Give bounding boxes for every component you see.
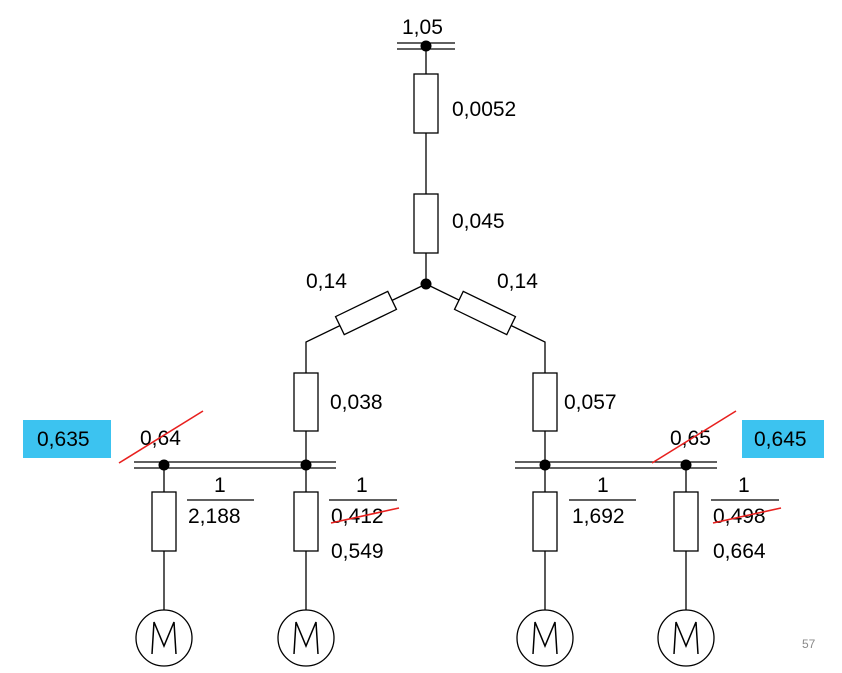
motor-right-a-num: 1 [597, 474, 609, 497]
bus-left-voltage-new: 0,635 [37, 428, 90, 451]
motor-left-b [277, 609, 335, 667]
feeder-right-label: 0,057 [564, 391, 617, 414]
resistor-upper [413, 73, 439, 134]
branch-left-label: 0,14 [306, 270, 347, 293]
resistor-motor-left-b [293, 491, 319, 552]
motor-right-b-den-new: 0,664 [713, 540, 766, 563]
resistor-branch-right [453, 290, 517, 336]
resistor-upper-label: 0,0052 [452, 98, 516, 121]
resistor-motor-right-b [673, 491, 699, 552]
page-number: 57 [802, 637, 816, 651]
bus-right-strike [651, 410, 737, 464]
motor-left-b-den-new: 0,549 [331, 540, 384, 563]
resistor-lower [413, 193, 439, 254]
resistor-branch-left [334, 290, 398, 336]
motor-left-b-den-strike [330, 507, 400, 524]
motor-left-a-num: 1 [214, 474, 226, 497]
motor-left-b-num: 1 [356, 474, 368, 497]
resistor-feeder-left [293, 372, 319, 432]
resistor-motor-left-a [151, 491, 177, 552]
resistor-motor-right-a [532, 491, 558, 552]
motor-right-a [516, 609, 574, 667]
bus-right-highlight [742, 420, 824, 458]
bus-left-strike [118, 410, 204, 464]
branch-right-label: 0,14 [497, 270, 538, 293]
motor-left-a [135, 609, 193, 667]
motor-right-b-den-strike [712, 507, 782, 524]
resistor-feeder-right [532, 372, 558, 432]
feeder-left-label: 0,038 [330, 391, 383, 414]
motor-left-a-den: 2,188 [188, 505, 241, 528]
motor-right-b [657, 609, 715, 667]
bus-left [134, 459, 336, 471]
source-voltage-label: 1,05 [402, 16, 443, 39]
motor-right-a-den: 1,692 [572, 505, 625, 528]
resistor-lower-label: 0,045 [452, 210, 505, 233]
motor-right-b-num: 1 [738, 474, 750, 497]
bus-right-voltage-new: 0,645 [754, 428, 807, 451]
bus-left-highlight [23, 420, 111, 458]
